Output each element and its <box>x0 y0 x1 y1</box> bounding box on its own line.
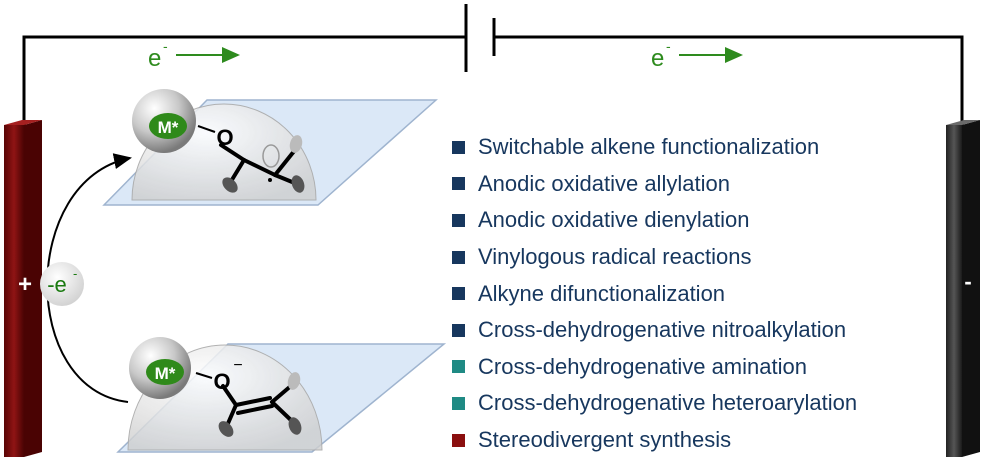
substituent-bottom-1 <box>287 372 301 390</box>
list-item-label: Switchable alkene functionalization <box>478 134 820 160</box>
oxidation-label: -e <box>47 272 67 297</box>
bullet-square <box>452 433 465 447</box>
bullet-square <box>452 177 465 191</box>
bullet-square <box>452 213 465 227</box>
catalyst-badge-bottom <box>146 359 184 385</box>
bullet-square <box>452 396 465 410</box>
oxidation-superscript: - <box>73 266 77 281</box>
radical-dot <box>268 178 272 182</box>
bullet-square <box>452 140 465 154</box>
anion-sign: − <box>233 357 242 374</box>
electron-superscript-left: - <box>163 38 168 54</box>
catalyst-badge-top <box>149 113 187 139</box>
list-item: Cross-dehydrogenative heteroarylation <box>452 385 857 422</box>
top-molecule <box>219 143 299 186</box>
list-item: Switchable alkene functionalization <box>452 129 857 166</box>
oxygen-top: O <box>216 125 233 150</box>
list-item: Cross-dehydrogenative nitroalkylation <box>452 312 857 349</box>
list-item-label: Anodic oxidative allylation <box>478 170 730 196</box>
list-item: Stereodivergent synthesis <box>452 422 857 459</box>
list-item: Vinylogous radical reactions <box>452 239 857 276</box>
electron-label-right: e <box>651 45 664 72</box>
substituent-bottom-3 <box>288 417 302 435</box>
oxidation-bubble <box>40 262 84 306</box>
catalyst-label-top: M* <box>158 118 179 137</box>
bullet-square <box>452 287 465 301</box>
list-item: Alkyne difunctionalization <box>452 275 857 312</box>
anode-sign: + <box>18 271 32 298</box>
list-item-label: Cross-dehydrogenative amination <box>478 353 807 379</box>
list-item: Anodic oxidative allylation <box>452 166 857 203</box>
anode-electrode <box>4 120 42 457</box>
list-item: Anodic oxidative dienylation <box>452 202 857 239</box>
bullet-square <box>452 250 465 264</box>
substituent-top-1 <box>289 135 303 153</box>
list-item-label: Vinylogous radical reactions <box>478 244 752 270</box>
catalyst-label-bottom: M* <box>155 364 176 383</box>
substituent-bottom-2 <box>218 421 234 437</box>
list-item-label: Cross-dehydrogenative nitroalkylation <box>478 317 847 343</box>
metal-bond-top <box>197 125 216 133</box>
list-item-label: Cross-dehydrogenative heteroarylation <box>478 390 858 416</box>
circuit-wire <box>22 35 964 125</box>
electron-label-left: e <box>148 45 161 72</box>
metal-bond-bottom <box>195 372 213 379</box>
list-item-label: Alkyne difunctionalization <box>478 280 726 306</box>
list-item: Cross-dehydrogenative amination <box>452 349 857 386</box>
substituent-top-2 <box>222 177 238 193</box>
electron-superscript-right: - <box>666 38 671 54</box>
applications-list: Switchable alkene functionalization Anod… <box>452 129 857 458</box>
oxygen-bottom: O <box>213 369 230 394</box>
list-item-label: Anodic oxidative dienylation <box>478 207 750 233</box>
substituent-top-3 <box>291 175 305 193</box>
list-item-label: Stereodivergent synthesis <box>478 427 732 453</box>
bullet-square <box>452 360 465 374</box>
bullet-square <box>452 323 465 337</box>
cathode-sign: - <box>964 269 971 294</box>
cathode-electrode <box>946 120 980 457</box>
p-orbital-outline <box>262 144 280 168</box>
